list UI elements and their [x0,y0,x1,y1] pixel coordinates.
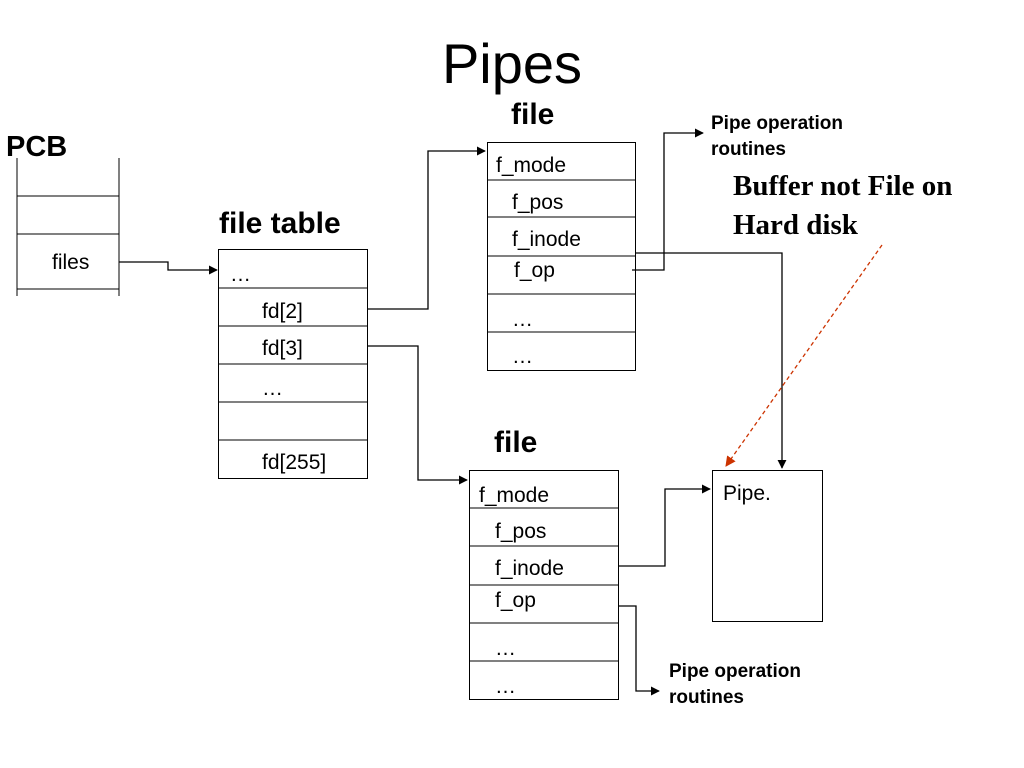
file-top-row-4: … [512,308,533,331]
arrow-fd2-to-file-top [368,146,486,310]
file-top-row-0: f_mode [496,154,567,177]
routines-bottom-line1: Pipe operation [669,661,801,682]
pipe-box [712,470,823,622]
file-bottom-row-3: f_op [495,589,536,612]
pipe-label: Pipe. [723,482,771,505]
file-bottom-row-5: … [495,675,516,698]
arrow-buffer-note-to-pipe [725,244,883,467]
pcb-label: PCB [6,131,68,163]
file-top-row-5: … [512,345,533,368]
arrow-inode-top-to-pipe [636,252,787,469]
file-table-row-3: … [262,377,283,400]
file-table-row-0: … [230,263,251,286]
file-table-dividers [218,287,368,441]
file-bottom-dividers [469,507,619,662]
file-top-dividers [487,179,636,333]
arrow-fd3-to-file-bottom [368,345,468,485]
file-table-row-2: fd[3] [262,337,303,360]
routines-bottom-line2: routines [669,687,744,708]
file-top-row-1: f_pos [512,191,564,214]
routines-top-line2: routines [711,139,786,160]
file-bottom-row-1: f_pos [495,520,547,543]
pcb-table [16,158,120,296]
file-top-row-2: f_inode [512,228,581,251]
arrow-inode-bottom-to-pipe [619,484,711,567]
file-table-row-5: fd[255] [262,451,327,474]
buffer-note-line1: Buffer not File on [733,170,953,202]
file-bottom-row-4: … [495,637,516,660]
buffer-note: Buffer not File on Hard disk [733,167,952,245]
routines-top-note: Pipe operation routines [711,111,843,163]
routines-top-line1: Pipe operation [711,113,843,134]
file-top-heading: file [511,98,555,131]
arrow-fop-top-to-routines [632,128,704,271]
pcb-files-label: files [52,251,90,274]
buffer-note-line2: Hard disk [733,209,858,241]
file-bottom-row-2: f_inode [495,557,564,580]
file-table-row-1: fd[2] [262,300,303,323]
arrow-files-to-file-table [119,261,218,275]
file-table-heading: file table [219,207,341,240]
arrow-fop-bottom-to-routines [619,605,660,696]
file-bottom-heading: file [494,426,538,459]
page-title: Pipes [441,32,583,95]
routines-bottom-note: Pipe operation routines [669,659,801,711]
file-bottom-row-0: f_mode [479,484,550,507]
file-top-row-3: f_op [514,259,555,282]
